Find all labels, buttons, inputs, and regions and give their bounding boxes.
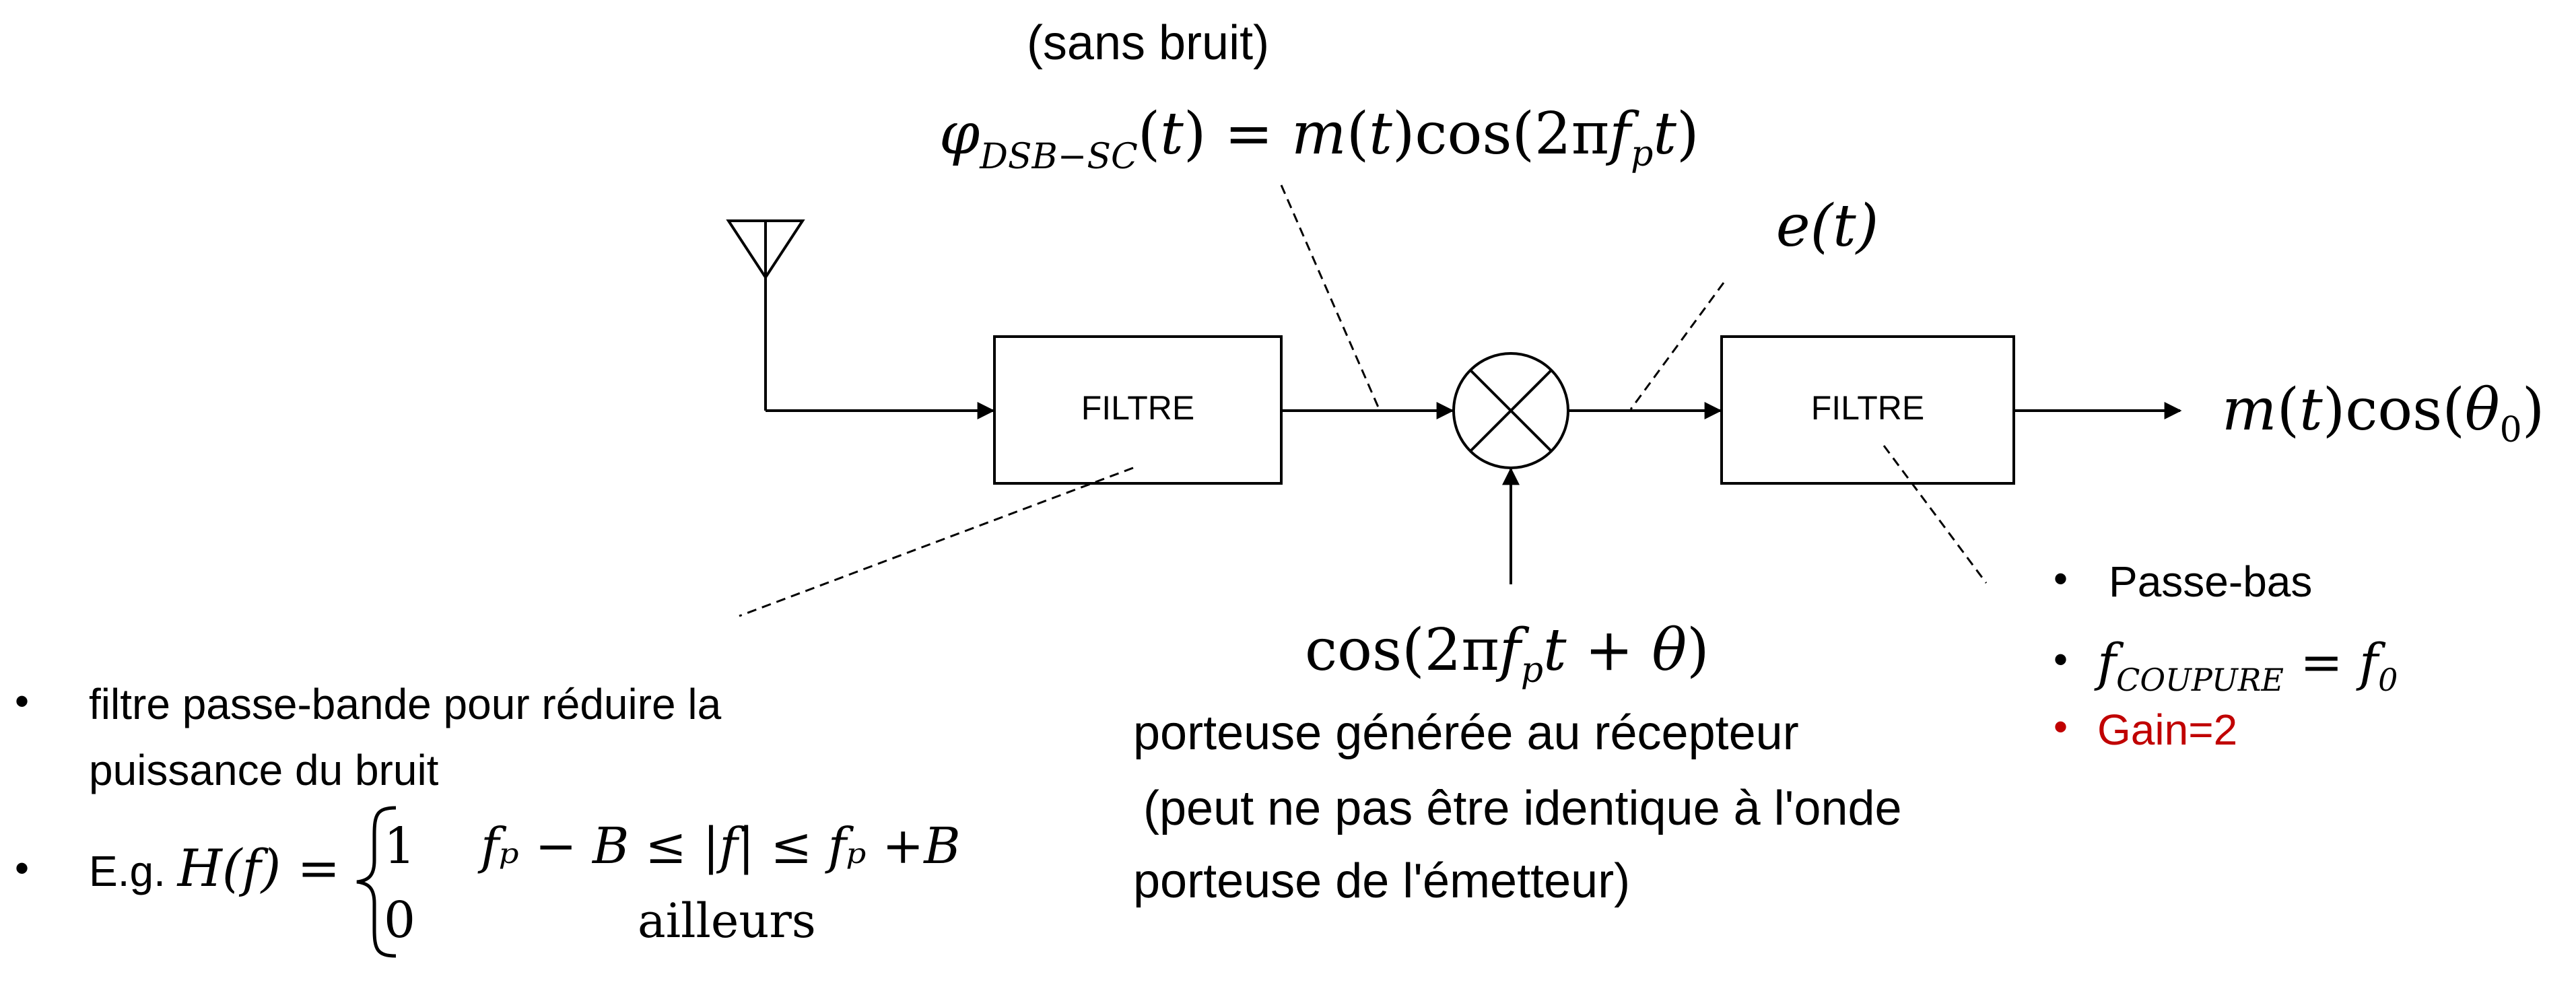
phi-symbol: φ — [939, 100, 980, 168]
cutoff-rest: = f — [2284, 632, 2386, 692]
formula-part: t — [1653, 100, 1676, 168]
filter2-note-gain: Gain=2 — [2097, 706, 2237, 754]
formula-part: t — [1369, 100, 1392, 168]
e-of-t-label: e(t) — [1776, 193, 1879, 260]
filter1-note-line2: puissance du bruit — [89, 746, 439, 794]
filter2-label: FILTRE — [1811, 389, 1925, 427]
bullet-icon: • — [2054, 637, 2068, 682]
signal-formula-leader — [1280, 184, 1380, 409]
piecewise-brace — [356, 806, 397, 958]
filter2-note-passe-bas: Passe-bas — [2109, 557, 2312, 606]
filter2-note-cutoff: fCOUPURE = f0 — [2094, 632, 2398, 698]
filter1-label: FILTRE — [1081, 389, 1195, 427]
carrier-note-line3: porteuse de l'émetteur) — [1133, 854, 1630, 908]
formula-part: t — [1160, 100, 1184, 168]
output-part: ( — [2277, 376, 2300, 444]
carrier-formula: cos(2πfpt + θ) — [1305, 617, 1709, 691]
carrier-note-line1: porteuse générée au récepteur — [1133, 706, 1799, 760]
carrier-part: t — [1543, 617, 1567, 684]
bullet-icon: • — [15, 846, 29, 891]
carrier-part: + — [1567, 617, 1652, 684]
cutoff-subscript2: 0 — [2378, 662, 2398, 698]
formula-part: m — [1291, 100, 1347, 168]
cutoff-subscript: COUPURE — [2116, 662, 2284, 698]
output-part: θ — [2465, 376, 2500, 444]
case2-condition: ailleurs — [638, 893, 816, 949]
phi-subscript: DSB−SC — [979, 137, 1138, 177]
output-part: m — [2222, 376, 2277, 444]
formula-part: ) = — [1184, 100, 1291, 168]
filter1-example: E.g. H(f) = — [89, 838, 340, 898]
bullet-icon: • — [2054, 556, 2068, 601]
formula-part: ) — [1676, 100, 1699, 168]
output-label: m(t)cos(θ0) — [2222, 376, 2544, 450]
filter2-notes-leader — [1883, 445, 1988, 584]
e-of-t-leader — [1629, 282, 1725, 410]
multiplier-icon — [1452, 352, 1569, 469]
carrier-note-line2: (peut ne pas être identique à l'onde — [1143, 782, 1902, 835]
carrier-part: cos(2π — [1305, 617, 1499, 684]
output-subscript: 0 — [2500, 410, 2522, 450]
output-part: ) — [2522, 376, 2545, 444]
signal-formula: φDSB−SC(t) = m(t)cos(2πfpt) — [939, 100, 1699, 177]
formula-part: )cos(2π — [1392, 100, 1609, 168]
output-part: t — [2299, 376, 2323, 444]
formula-subscript: p — [1631, 134, 1653, 174]
output-part: )cos( — [2323, 376, 2465, 444]
filter1-block — [993, 335, 1283, 485]
formula-part: ( — [1138, 100, 1161, 168]
carrier-subscript: p — [1521, 650, 1543, 691]
filter1-notes-leader — [739, 467, 1134, 617]
bullet-icon: • — [15, 679, 29, 724]
filter1-note-line1: filtre passe-bande pour réduire la — [89, 680, 722, 728]
antenna-icon — [726, 219, 805, 411]
carrier-part: θ — [1652, 617, 1687, 684]
bullet-icon: • — [2054, 704, 2068, 749]
case2-value: 0 — [384, 891, 415, 949]
formula-part: ( — [1347, 100, 1369, 168]
header-note: (sans bruit) — [1027, 16, 1269, 70]
example-prefix: E.g. — [89, 847, 178, 895]
example-H: H(f) = — [176, 838, 341, 898]
case1-value: 1 — [384, 817, 415, 875]
case1-condition: fₚ − B ≤ |f| ≤ fₚ +B — [477, 817, 961, 875]
carrier-part: ) — [1687, 617, 1709, 684]
